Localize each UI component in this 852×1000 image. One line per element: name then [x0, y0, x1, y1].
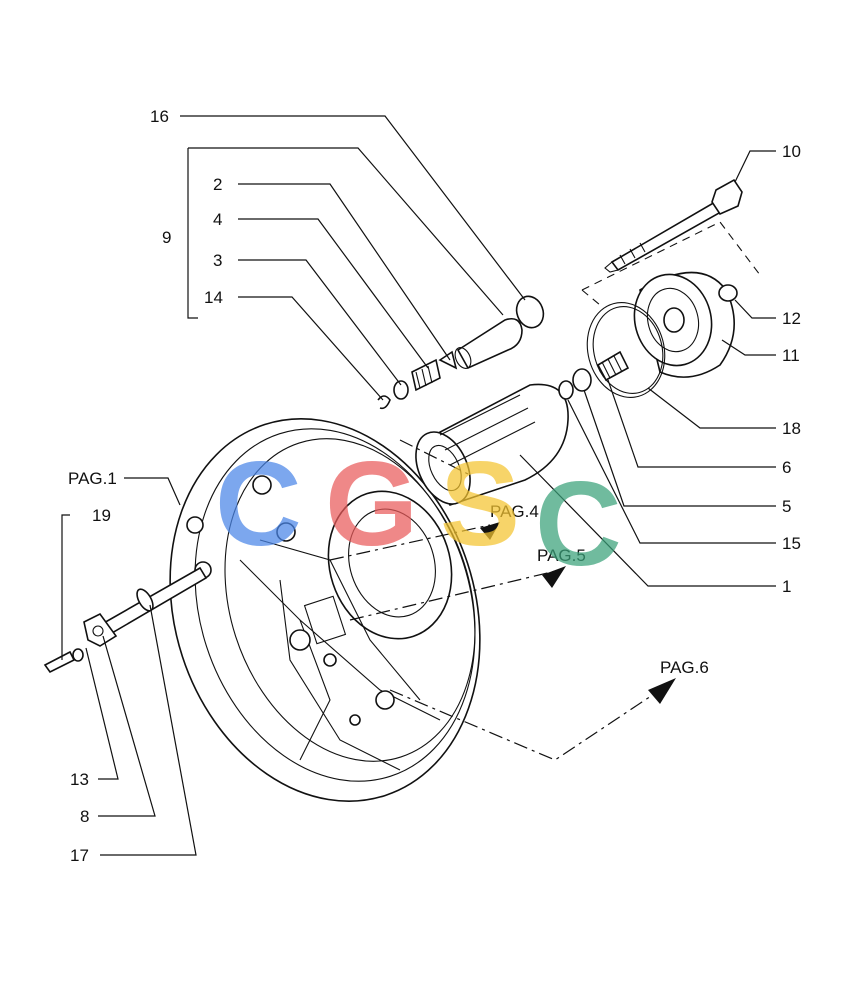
label-6: 6 [782, 458, 791, 477]
filter-element [415, 383, 569, 507]
page-ref-pag1: PAG.1 [68, 469, 117, 488]
page-references: PAG.1 PAG.4 PAG.5 PAG.6 [68, 469, 709, 677]
arrow-pag6 [648, 678, 676, 704]
watermark-letter-g: G [325, 437, 418, 571]
label-10: 10 [782, 142, 801, 161]
arrow-pag5 [542, 566, 566, 588]
label-2: 2 [213, 175, 222, 194]
backing-plate [169, 418, 481, 802]
label-8: 8 [80, 807, 89, 826]
label-12: 12 [782, 309, 801, 328]
part-labels: 16 9 2 4 3 14 10 12 11 18 6 5 15 1 19 13… [70, 107, 801, 865]
label-15: 15 [782, 534, 801, 553]
seal-and-spring [558, 302, 666, 400]
filter-cover [633, 271, 738, 378]
label-14: 14 [204, 288, 223, 307]
label-13: 13 [70, 770, 89, 789]
page-ref-pag6: PAG.6 [660, 658, 709, 677]
pickup-tube [43, 566, 208, 674]
arrow-pag4 [480, 522, 500, 540]
flow-guides [329, 221, 761, 761]
label-19: 19 [92, 506, 111, 525]
label-4: 4 [213, 210, 222, 229]
long-bolt [604, 178, 743, 273]
page-ref-pag5: PAG.5 [537, 546, 586, 565]
watermark-letter-c2: C [535, 457, 622, 591]
label-18: 18 [782, 419, 801, 438]
watermark-logo: C G S C [215, 437, 622, 591]
label-17: 17 [70, 846, 89, 865]
label-11: 11 [782, 346, 800, 365]
label-1: 1 [782, 577, 791, 596]
label-5: 5 [782, 497, 791, 516]
label-16: 16 [150, 107, 169, 126]
watermark-letter-c1: C [215, 437, 302, 571]
valve-assembly [377, 295, 545, 410]
label-3: 3 [213, 251, 222, 270]
leader-lines [61, 115, 776, 856]
watermark-letter-s: S [440, 437, 520, 571]
label-9: 9 [162, 228, 171, 247]
page-ref-pag4: PAG.4 [490, 502, 539, 521]
